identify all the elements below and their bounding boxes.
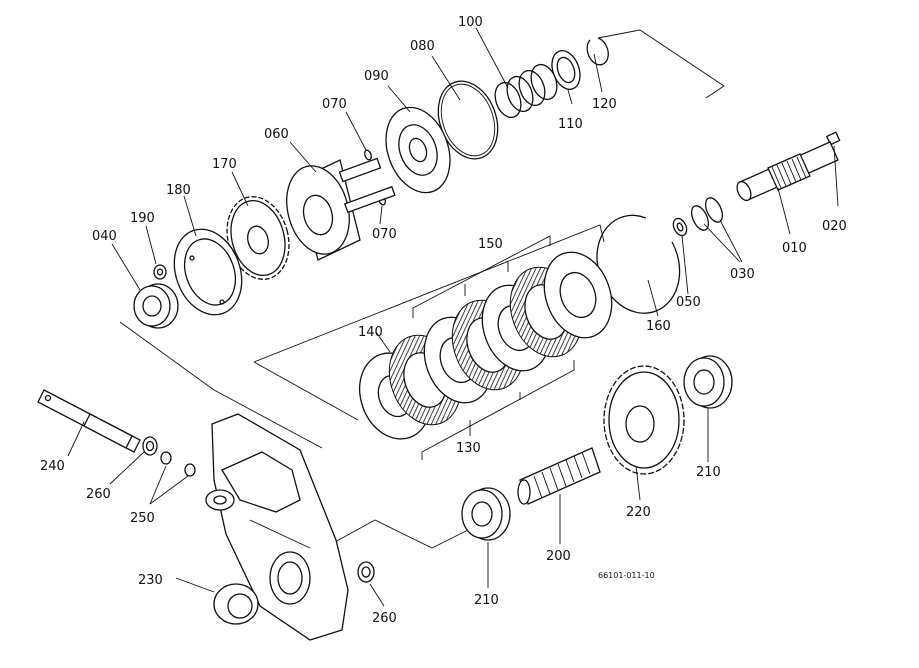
label-080: 080	[410, 39, 435, 54]
label-210-bottom: 210	[474, 593, 499, 608]
label-020: 020	[822, 219, 847, 234]
part-180-plate	[173, 228, 243, 316]
part-210-bearing-bottom	[461, 487, 511, 541]
part-060-clutch-hub	[286, 157, 396, 261]
clutch-plate-pack	[359, 235, 613, 460]
label-140: 140	[358, 325, 383, 340]
part-050-washer	[672, 217, 688, 237]
part-090-piston	[385, 106, 451, 194]
label-210-right: 210	[696, 465, 721, 480]
label-160: 160	[646, 319, 671, 334]
part-260-ring-left	[142, 436, 158, 456]
label-010: 010	[782, 241, 807, 256]
part-120-circlip	[586, 37, 609, 66]
label-180: 180	[166, 183, 191, 198]
leader-lines	[67, 27, 839, 607]
part-220-gear	[603, 365, 685, 475]
part-110-collar	[551, 50, 581, 90]
part-230-seal	[213, 583, 259, 625]
label-070-upper: 070	[322, 97, 347, 112]
label-100: 100	[458, 15, 483, 30]
label-120: 120	[592, 97, 617, 112]
label-130: 130	[456, 441, 481, 456]
part-250-o-rings	[160, 451, 196, 477]
label-050: 050	[676, 295, 701, 310]
part-labels: 010 020 030 040 050 060 070 070 080 090 …	[40, 15, 847, 626]
part-010-shaft	[736, 141, 839, 202]
label-260-right: 260	[372, 611, 397, 626]
part-030-o-rings	[690, 197, 724, 231]
label-250: 250	[130, 511, 155, 526]
part-040-bearing	[133, 283, 179, 329]
part-170-gear	[226, 196, 290, 280]
label-230: 230	[138, 573, 163, 588]
label-110: 110	[558, 117, 583, 132]
part-210-bearing-right	[683, 355, 733, 409]
label-190: 190	[130, 211, 155, 226]
label-170: 170	[212, 157, 237, 172]
label-070-lower: 070	[372, 227, 397, 242]
label-220: 220	[626, 505, 651, 520]
part-240-shaft	[37, 389, 141, 453]
label-060: 060	[264, 127, 289, 142]
label-030: 030	[730, 267, 755, 282]
label-200: 200	[546, 549, 571, 564]
label-150: 150	[478, 237, 503, 252]
housing-case	[205, 413, 349, 641]
assembly-frame-lines	[119, 29, 725, 549]
part-260-ring-right	[357, 561, 375, 583]
part-200-splined-shaft	[517, 447, 601, 505]
part-160-snap-ring	[596, 214, 681, 314]
label-040: 040	[92, 229, 117, 244]
part-190-plug	[153, 264, 167, 280]
label-090: 090	[364, 69, 389, 84]
part-100-spring	[494, 63, 558, 119]
label-240: 240	[40, 459, 65, 474]
label-260-left: 260	[86, 487, 111, 502]
figure-code: 66101-011-10	[598, 571, 655, 580]
